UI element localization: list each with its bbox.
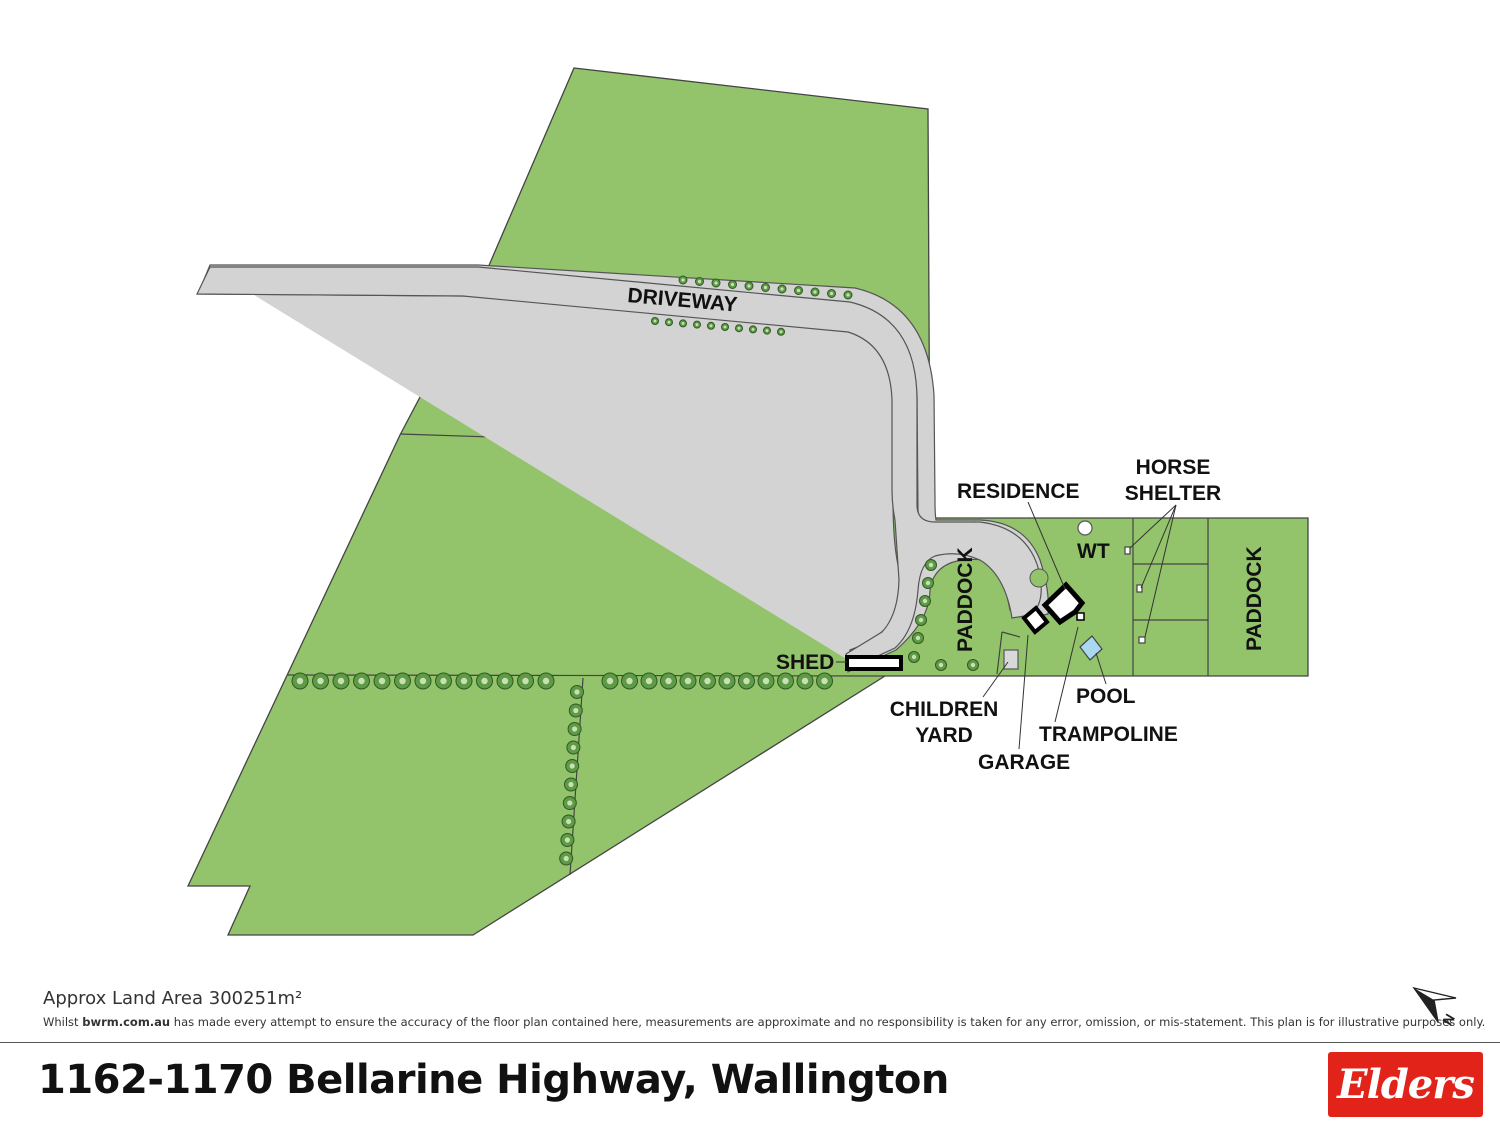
tree-icon-center: [704, 677, 711, 685]
disclaimer-text: Whilst bwrm.com.au has made every attemp…: [43, 1015, 1485, 1029]
tree-icon-center: [925, 580, 931, 586]
tree-icon-center: [796, 288, 801, 293]
tree-icon-center: [522, 677, 529, 685]
horse-shelters: [1124, 546, 1146, 644]
tree-icon-center: [911, 654, 917, 660]
tree-icon-center: [563, 855, 569, 862]
tree-icon-center: [709, 324, 713, 328]
tree-icon-center: [574, 689, 580, 695]
tree-icon-center: [573, 707, 579, 714]
water-tank-icon: [1077, 520, 1093, 536]
tree-icon-center: [569, 763, 575, 769]
tree-icon-center: [779, 330, 783, 334]
tree-icon-center: [419, 677, 427, 685]
tree-icon-center: [747, 284, 751, 288]
children-yard-label-line2: YARD: [915, 724, 973, 747]
tree-icon-center: [572, 726, 578, 732]
tree-icon-center: [440, 677, 447, 685]
tree-icon-center: [645, 677, 653, 685]
property-address: 1162-1170 Bellarine Highway, Wallington: [38, 1057, 949, 1103]
tree-icon-center: [829, 291, 834, 296]
tree-icon-center: [723, 325, 727, 329]
turning-circle-lawn: [1029, 568, 1049, 588]
tree-icon-center: [337, 677, 345, 685]
driveway-main: [196, 266, 1042, 669]
tree-icon-center: [801, 677, 809, 685]
tree-icon-center: [681, 322, 685, 325]
tree-icon-center: [567, 800, 573, 806]
disclaimer-prefix: Whilst: [43, 1015, 83, 1029]
tree-icon-center: [938, 662, 944, 668]
tree-icon-center: [564, 837, 571, 843]
svg-text:N: N: [1439, 1011, 1458, 1028]
paddock-left-label: PADDOCK: [954, 547, 977, 652]
tree-icon-center: [970, 662, 976, 668]
tree-icon-center: [743, 677, 750, 685]
garage-label: GARAGE: [978, 751, 1070, 774]
horse-shelter-label-line2: SHELTER: [1125, 482, 1221, 505]
tree-icon-center: [751, 328, 755, 331]
tree-icon-center: [780, 287, 784, 291]
tree-icon-center: [813, 290, 817, 294]
tree-icon-center: [681, 278, 685, 282]
label-leader-lines: [836, 501, 1177, 750]
tree-icon-center: [653, 319, 657, 323]
paddock-right-label: PADDOCK: [1243, 546, 1266, 651]
tree-icon-center: [765, 329, 769, 332]
tree-icon-center: [915, 635, 921, 641]
tree-icon-center: [542, 677, 550, 685]
tree-icon-center: [378, 677, 386, 685]
tree-icon-center: [695, 323, 699, 326]
tree-icon-center: [821, 677, 828, 685]
children-yard-shape: [1003, 649, 1019, 670]
tree-icon-center: [399, 677, 406, 685]
shed-label: SHED: [776, 651, 834, 674]
tree-icon-center: [697, 279, 702, 284]
residence-building: [1041, 581, 1086, 626]
elders-logo: Elders: [1328, 1052, 1483, 1117]
shed-building: [845, 655, 903, 671]
tree-icon-center: [763, 285, 768, 290]
tree-icon-center: [730, 282, 735, 287]
trampoline-label: TRAMPOLINE: [1039, 723, 1178, 746]
elders-logo-text: Elders: [1337, 1061, 1475, 1108]
tree-rows: [291, 275, 979, 866]
tree-icon-center: [626, 677, 633, 685]
disclaimer-site-link: bwrm.com.au: [82, 1015, 171, 1029]
tree-icon-center: [737, 326, 741, 330]
tree-icon-center: [501, 677, 509, 685]
tree-icon-center: [928, 562, 934, 568]
tree-icon-center: [684, 677, 692, 685]
disclaimer-rest: has made every attempt to ensure the acc…: [170, 1015, 1486, 1029]
water-tank-label: WT: [1077, 540, 1110, 563]
tree-icon-center: [667, 320, 671, 324]
tree-icon-center: [918, 617, 924, 623]
tree-icon-center: [762, 677, 770, 685]
children-yard-label-line1: CHILDREN: [890, 698, 999, 721]
compass-north-arrow-icon: N: [1412, 986, 1458, 1028]
tree-icon-center: [782, 677, 789, 685]
pool-label: POOL: [1076, 685, 1136, 708]
tree-icon-center: [566, 818, 572, 825]
tree-icon-center: [568, 781, 574, 788]
garage-building: [1021, 605, 1050, 635]
tree-icon-center: [358, 677, 365, 685]
tree-icon-center: [714, 281, 718, 285]
tree-icon-center: [606, 677, 614, 685]
tree-icon-center: [317, 677, 324, 685]
tree-icon-center: [481, 677, 488, 685]
land-area-text: Approx Land Area 300251m²: [43, 988, 303, 1009]
tree-icon-center: [846, 293, 850, 297]
tree-icon-center: [570, 744, 577, 751]
horse-shelter-label-line1: HORSE: [1136, 456, 1211, 479]
tree-icon-center: [922, 598, 928, 604]
tree-icon-center: [296, 677, 304, 685]
residence-label: RESIDENCE: [957, 480, 1080, 503]
tree-icon-center: [665, 677, 672, 685]
tree-icon-center: [460, 677, 468, 685]
footer-divider: [0, 1042, 1500, 1043]
tree-icon-center: [723, 677, 731, 685]
